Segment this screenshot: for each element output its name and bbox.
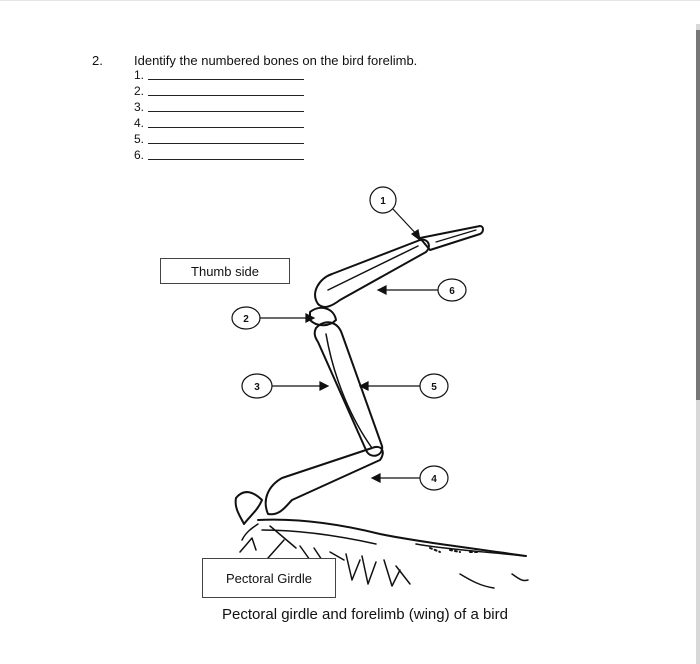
question-prompt: Identify the numbered bones on the bird … bbox=[134, 53, 418, 68]
thumb-side-label: Thumb side bbox=[160, 258, 290, 284]
callout-1-label: 1 bbox=[380, 196, 386, 207]
callout-1 bbox=[369, 186, 397, 214]
answer-blank-2[interactable]: 2. bbox=[134, 84, 304, 99]
answer-line bbox=[148, 111, 304, 112]
humerus-head bbox=[234, 491, 263, 525]
humerus-bone bbox=[264, 446, 384, 516]
answer-blank-1[interactable]: 1. bbox=[134, 68, 304, 83]
answer-line bbox=[148, 79, 304, 80]
callout-3-label: 3 bbox=[254, 382, 260, 393]
metacarpal-bones bbox=[314, 238, 430, 308]
callout-4-label: 4 bbox=[431, 474, 437, 485]
question-number: 2. bbox=[92, 53, 103, 68]
furcula-bone bbox=[415, 543, 525, 557]
answer-line bbox=[148, 127, 304, 128]
answer-blank-4[interactable]: 4. bbox=[134, 116, 304, 131]
answer-blank-3[interactable]: 3. bbox=[134, 100, 304, 115]
answer-blank-5[interactable]: 5. bbox=[134, 132, 304, 147]
answer-blank-label: 5. bbox=[134, 132, 145, 146]
answer-blank-label: 3. bbox=[134, 100, 145, 114]
answer-line bbox=[148, 143, 304, 144]
callout-3 bbox=[241, 373, 273, 399]
answer-line bbox=[148, 159, 304, 160]
callout-2 bbox=[231, 306, 261, 330]
answer-blank-label: 4. bbox=[134, 116, 145, 130]
answer-line bbox=[148, 95, 304, 96]
callout-4 bbox=[419, 465, 449, 491]
pectoral-girdle-label: Pectoral Girdle bbox=[202, 558, 336, 598]
radius-ulna-bones bbox=[313, 321, 384, 457]
callout-5 bbox=[419, 373, 449, 399]
answer-blank-label: 2. bbox=[134, 84, 145, 98]
callout-2-label: 2 bbox=[243, 314, 249, 325]
answer-blank-6[interactable]: 6. bbox=[134, 148, 304, 163]
scrollbar-thumb[interactable] bbox=[696, 30, 700, 400]
digit-bones bbox=[419, 225, 484, 251]
carpal-bones bbox=[309, 306, 337, 327]
callout-6-label: 6 bbox=[449, 286, 455, 297]
answer-blank-label: 1. bbox=[134, 68, 145, 82]
coracoid-bone bbox=[257, 518, 527, 557]
figure-caption: Pectoral girdle and forelimb (wing) of a… bbox=[222, 606, 508, 623]
callout-5-label: 5 bbox=[431, 382, 437, 393]
callout-6 bbox=[437, 278, 467, 302]
answer-blank-label: 6. bbox=[134, 148, 145, 162]
